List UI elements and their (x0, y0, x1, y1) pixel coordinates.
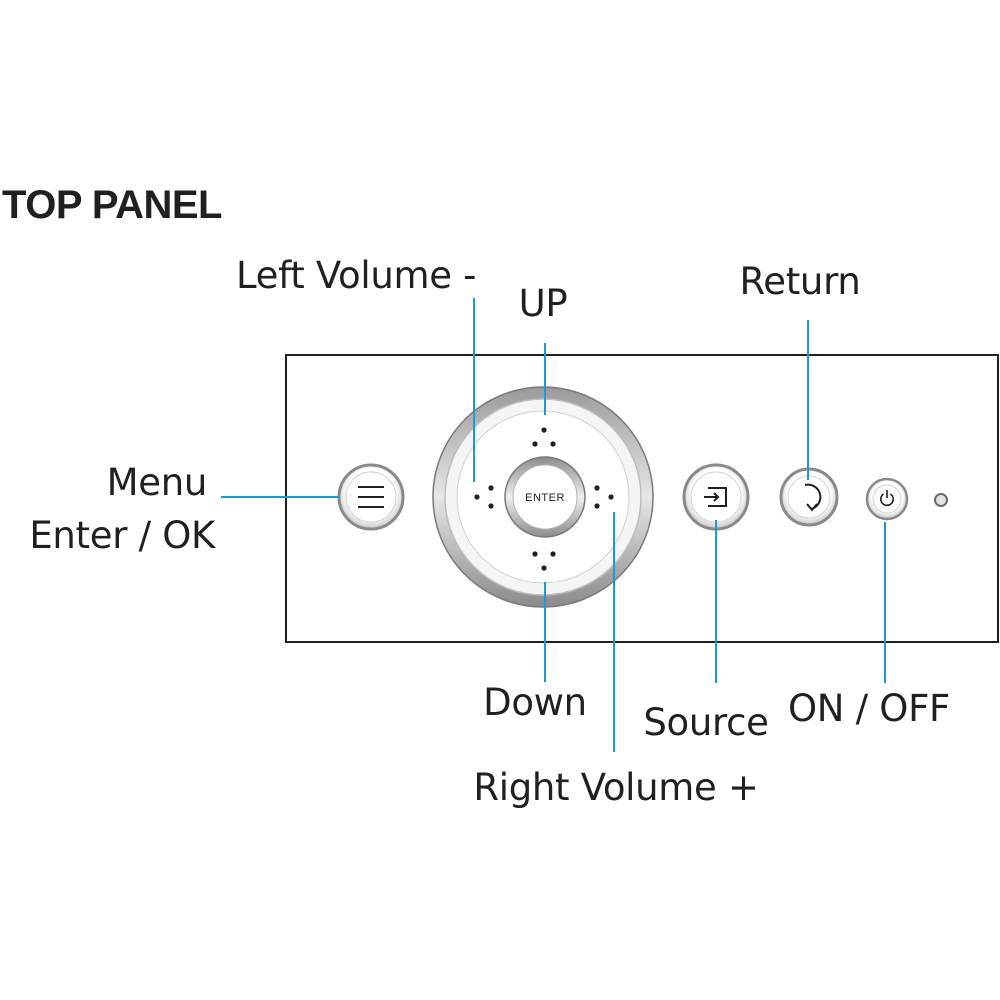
return-arrow-icon (804, 483, 822, 512)
left-volume-label: Left Volume - (236, 254, 477, 297)
left-volume-dots-icon[interactable] (474, 485, 494, 509)
power-icon (880, 490, 894, 507)
enter-ok-label: Enter / OK (29, 514, 215, 557)
input-source-icon (704, 487, 727, 507)
menu-label: Menu (106, 461, 208, 504)
return-label: Return (739, 260, 861, 303)
enter-button[interactable]: ENTER (504, 456, 586, 538)
power-button[interactable] (865, 477, 909, 521)
callout-lines (221, 298, 886, 752)
enter-button-label: ENTER (525, 492, 565, 504)
source-label: Source (643, 701, 769, 744)
right-volume-dots-icon[interactable] (594, 485, 614, 509)
menu-button[interactable] (337, 463, 405, 531)
hamburger-icon (358, 486, 384, 508)
up-label: UP (518, 282, 568, 325)
page-title: TOP PANEL (2, 183, 223, 227)
down-dots-icon[interactable] (532, 551, 556, 571)
down-label: Down (483, 681, 587, 724)
return-button[interactable] (779, 467, 839, 527)
source-button[interactable] (682, 463, 750, 531)
right-volume-label: Right Volume + (473, 766, 759, 809)
up-dots-icon[interactable] (532, 427, 556, 447)
on-off-label: ON / OFF (787, 687, 951, 730)
led-indicator (934, 493, 948, 507)
